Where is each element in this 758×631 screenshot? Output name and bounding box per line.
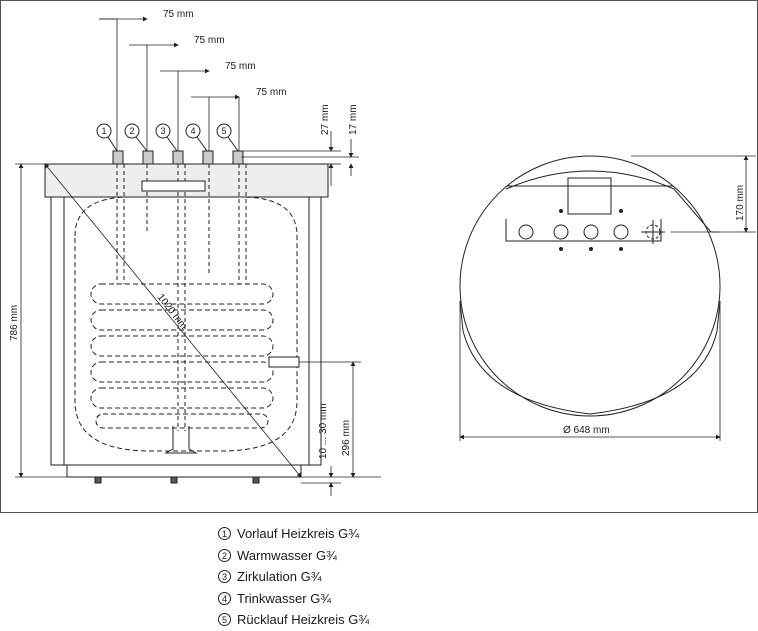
tank-outer-body [50, 196, 322, 466]
internal-pipes [116, 164, 247, 431]
legend-label: Warmwasser G¾ [237, 547, 337, 563]
connection-legend: 1 Vorlauf Heizkreis G¾ 2 Warmwasser G¾ 3 Zi… [218, 523, 369, 631]
tank-inner-wall [63, 196, 310, 466]
pipe-spacing-label: 75 mm [256, 87, 287, 98]
pipe-spacing-label: 75 mm [225, 61, 256, 72]
legend-label: Vorlauf Heizkreis G¾ [237, 526, 360, 541]
connection-marker: 1 [96, 123, 118, 152]
heating-coil [90, 283, 274, 429]
pipe-spacing-label: 75 mm [163, 9, 194, 20]
side-dimension-lines [15, 16, 381, 496]
legend-label: Rücklauf Heizkreis G¾ [237, 612, 370, 627]
panel-dots [559, 209, 623, 251]
crossbar [141, 180, 206, 192]
connection-marker: 3 [155, 123, 178, 152]
legend-number: 4 [218, 591, 231, 605]
svg-text:2: 2 [129, 126, 134, 136]
legend-number: 2 [218, 548, 231, 562]
top-view [459, 155, 721, 417]
diameter-label: Ø 648 mm [563, 425, 610, 436]
diagonal-label: 1020 mm [155, 292, 189, 332]
legend-label: Trinkwasser G¾ [237, 590, 332, 606]
technical-drawing: 1 2 3 4 5 [0, 0, 758, 513]
connection-marker: 4 [185, 123, 208, 152]
legend-number: 3 [218, 570, 231, 584]
tank-circle [459, 155, 721, 417]
legend-item: 5 Rücklauf Heizkreis G¾ [218, 609, 369, 631]
sensor-sleeve [268, 356, 300, 368]
side-dimension-labels: 75 mm 75 mm 75 mm 75 mm 27 mm 17 mm 786 … [9, 9, 359, 459]
legend-item: 2 Warmwasser G¾ [218, 545, 369, 567]
svg-text:1: 1 [101, 126, 106, 136]
side-view [44, 150, 329, 484]
top-offset-27-label: 27 mm [320, 104, 331, 135]
top-view-depth-label: 170 mm [735, 185, 746, 221]
bottom-adjust-label: 10 ... 30 mm [318, 403, 329, 459]
top-offset-17-label: 17 mm [348, 104, 359, 135]
display-panel [567, 177, 612, 215]
foot [94, 476, 102, 484]
svg-text:4: 4 [190, 126, 195, 136]
connection-stubs [112, 150, 244, 165]
connection-marker: 5 [216, 123, 239, 152]
foot [170, 476, 178, 484]
legend-item: 4 Trinkwasser G¾ [218, 588, 369, 610]
top-dimension-lines [459, 155, 756, 441]
pipe-spacing-label: 75 mm [194, 35, 225, 46]
sensor-height-label: 296 mm [341, 420, 352, 456]
drawing-canvas: 1 2 3 4 5 [9, 9, 756, 496]
legend-item: 1 Vorlauf Heizkreis G¾ [218, 523, 369, 545]
foot [252, 476, 260, 484]
svg-text:3: 3 [160, 126, 165, 136]
legend-number: 5 [218, 613, 231, 627]
height-total-label: 786 mm [9, 305, 20, 341]
legend-item: 3 Zirkulation G¾ [218, 566, 369, 588]
tank-base [66, 464, 302, 478]
top-connections [518, 220, 665, 244]
svg-text:5: 5 [221, 126, 226, 136]
drain-fitting [164, 426, 198, 454]
connection-marker: 2 [124, 123, 148, 152]
connection-markers: 1 2 3 4 5 [96, 123, 239, 152]
legend-number: 1 [218, 527, 231, 541]
legend-label: Zirkulation G¾ [237, 569, 322, 584]
